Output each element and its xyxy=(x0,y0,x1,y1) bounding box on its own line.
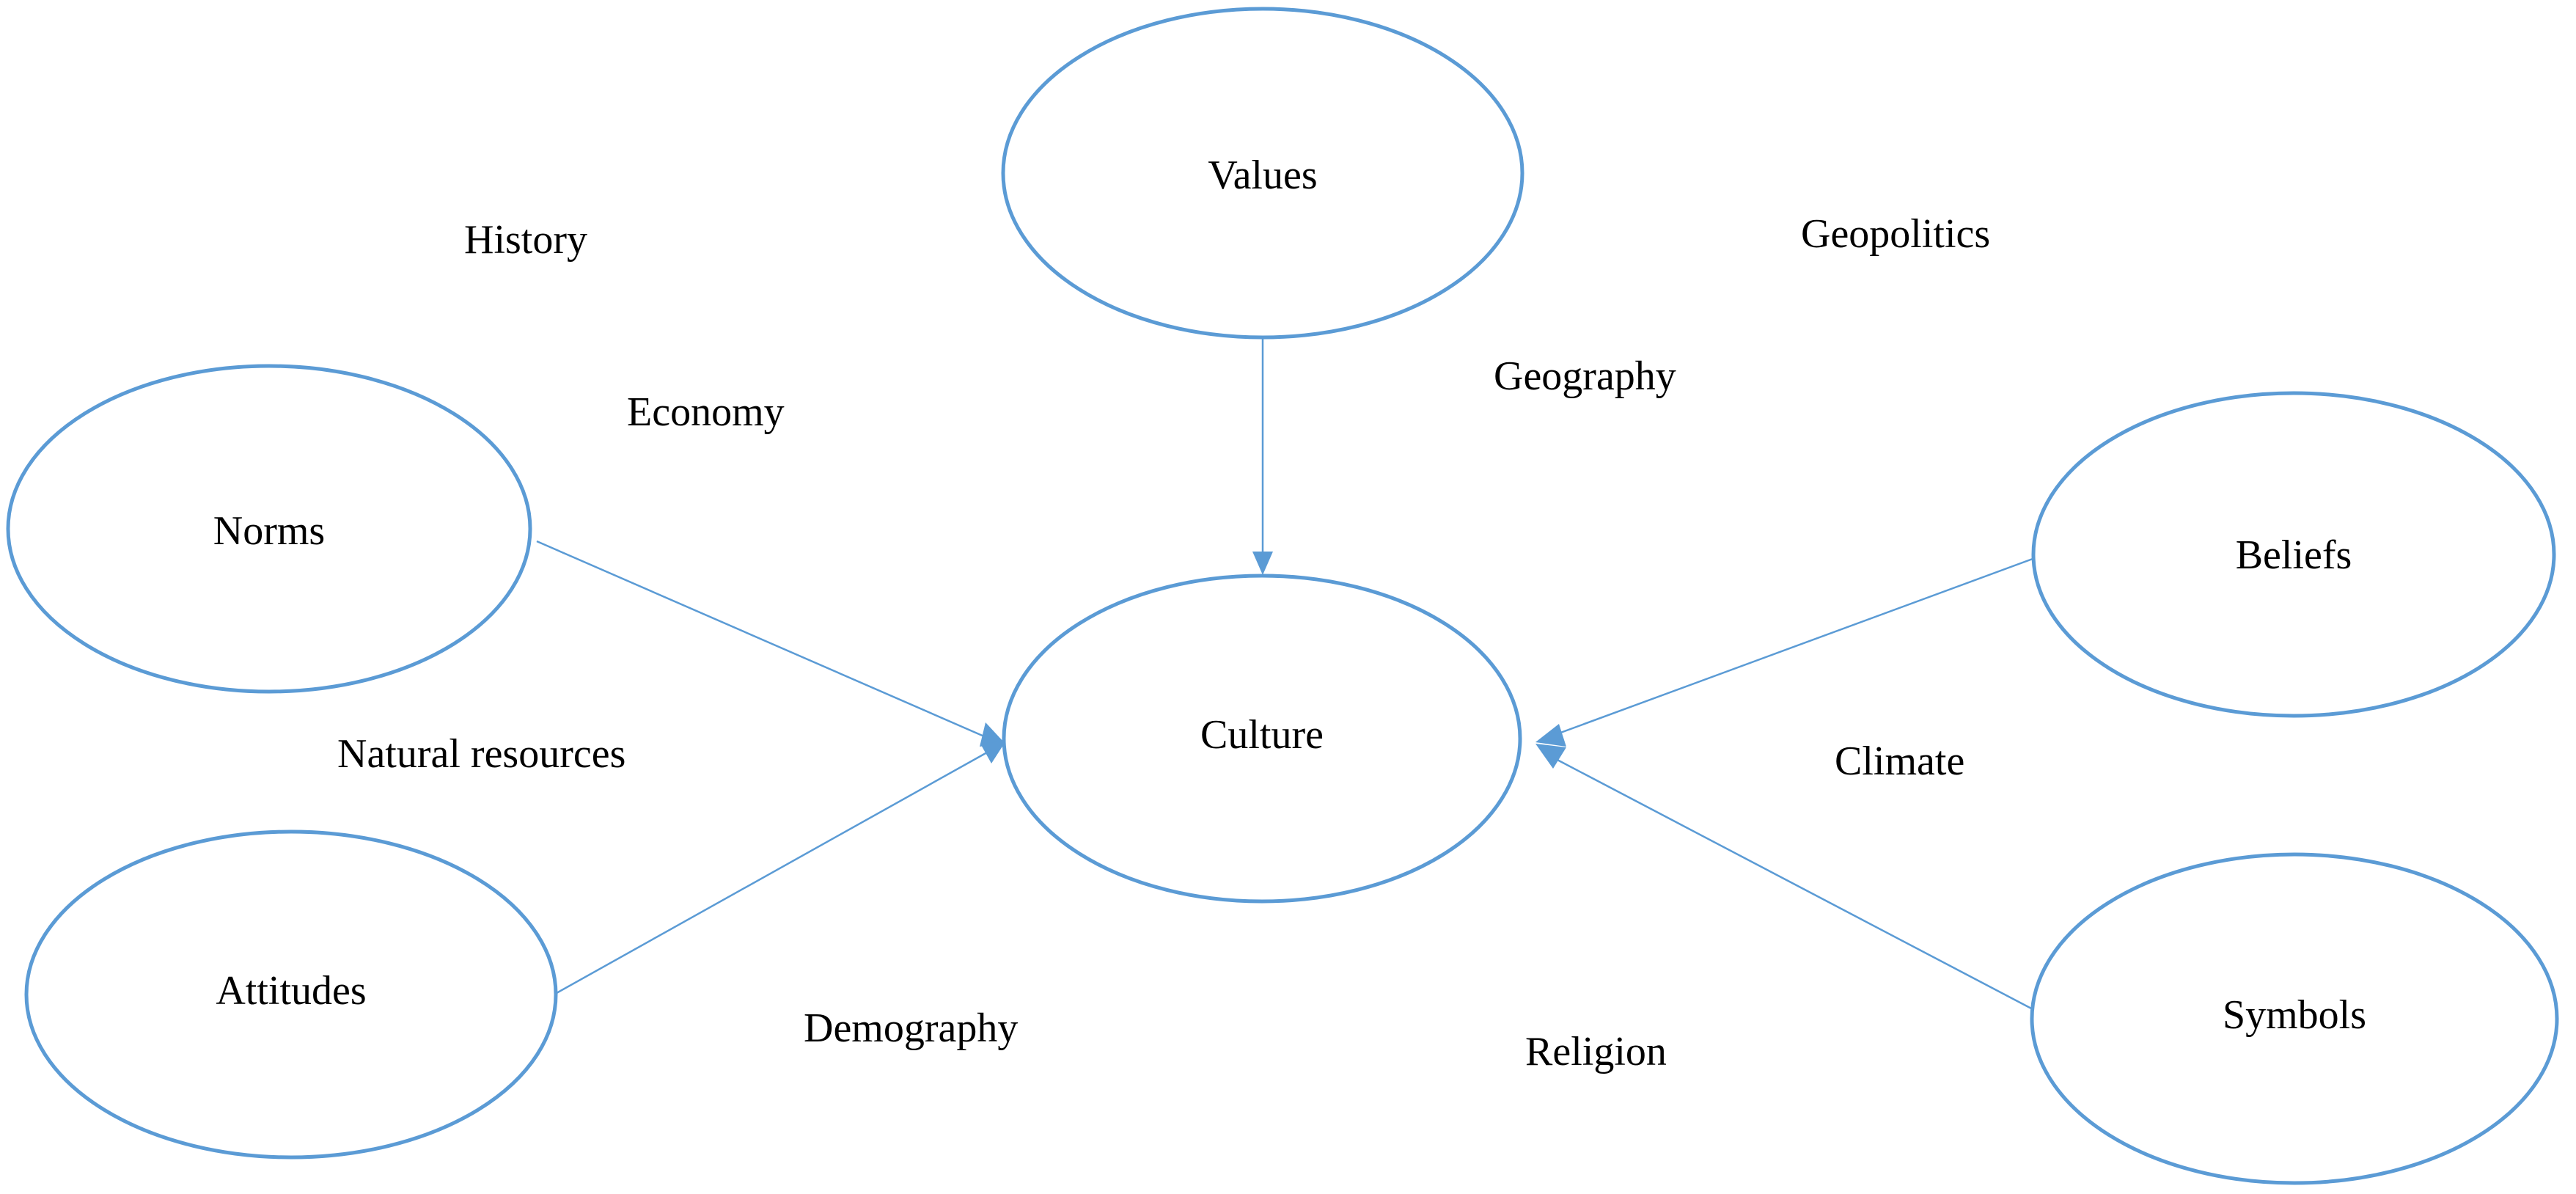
node-norms-ellipse xyxy=(6,364,532,694)
connector-symbols-culture xyxy=(1554,757,2033,1011)
factor-labels: History Economy Natural resources Demogr… xyxy=(337,211,1990,1074)
node-attitudes-ellipse xyxy=(24,829,558,1160)
node-norms: Norms xyxy=(6,364,532,694)
node-beliefs-label: Beliefs xyxy=(2236,532,2352,578)
factor-geography: Geography xyxy=(1494,354,1676,399)
arrowhead-attitudes xyxy=(980,741,1006,763)
connectors xyxy=(536,339,2033,1011)
node-beliefs-ellipse xyxy=(2031,391,2556,718)
factor-demography: Demography xyxy=(804,1006,1018,1051)
arrowhead-values xyxy=(1252,552,1273,575)
arrowhead-norms xyxy=(980,722,1005,747)
factor-religion: Religion xyxy=(1525,1029,1667,1074)
node-symbols-label: Symbols xyxy=(2223,992,2366,1038)
arrowhead-beliefs xyxy=(1535,724,1566,747)
factor-climate: Climate xyxy=(1835,739,1964,784)
node-attitudes-label: Attitudes xyxy=(216,968,366,1014)
factor-geopolitics: Geopolitics xyxy=(1801,211,1990,257)
factor-history: History xyxy=(464,217,587,263)
connector-attitudes-culture xyxy=(556,751,988,995)
arrowhead-symbols xyxy=(1535,744,1566,769)
node-values-ellipse xyxy=(1001,7,1524,340)
factor-natural-resources: Natural resources xyxy=(337,731,625,777)
node-symbols-ellipse xyxy=(2030,852,2559,1185)
node-norms-label: Norms xyxy=(213,508,325,554)
node-symbols: Symbols xyxy=(2030,852,2559,1185)
node-beliefs: Beliefs xyxy=(2031,391,2556,718)
factor-economy: Economy xyxy=(627,389,785,435)
node-culture-ellipse xyxy=(1002,574,1522,904)
node-attitudes: Attitudes xyxy=(24,829,558,1160)
node-culture-label: Culture xyxy=(1200,712,1324,758)
connector-beliefs-culture xyxy=(1554,557,2033,736)
node-values: Values xyxy=(1001,7,1524,340)
node-values-label: Values xyxy=(1208,153,1317,198)
connector-norms-culture xyxy=(536,540,985,738)
node-culture: Culture xyxy=(1002,574,1522,904)
